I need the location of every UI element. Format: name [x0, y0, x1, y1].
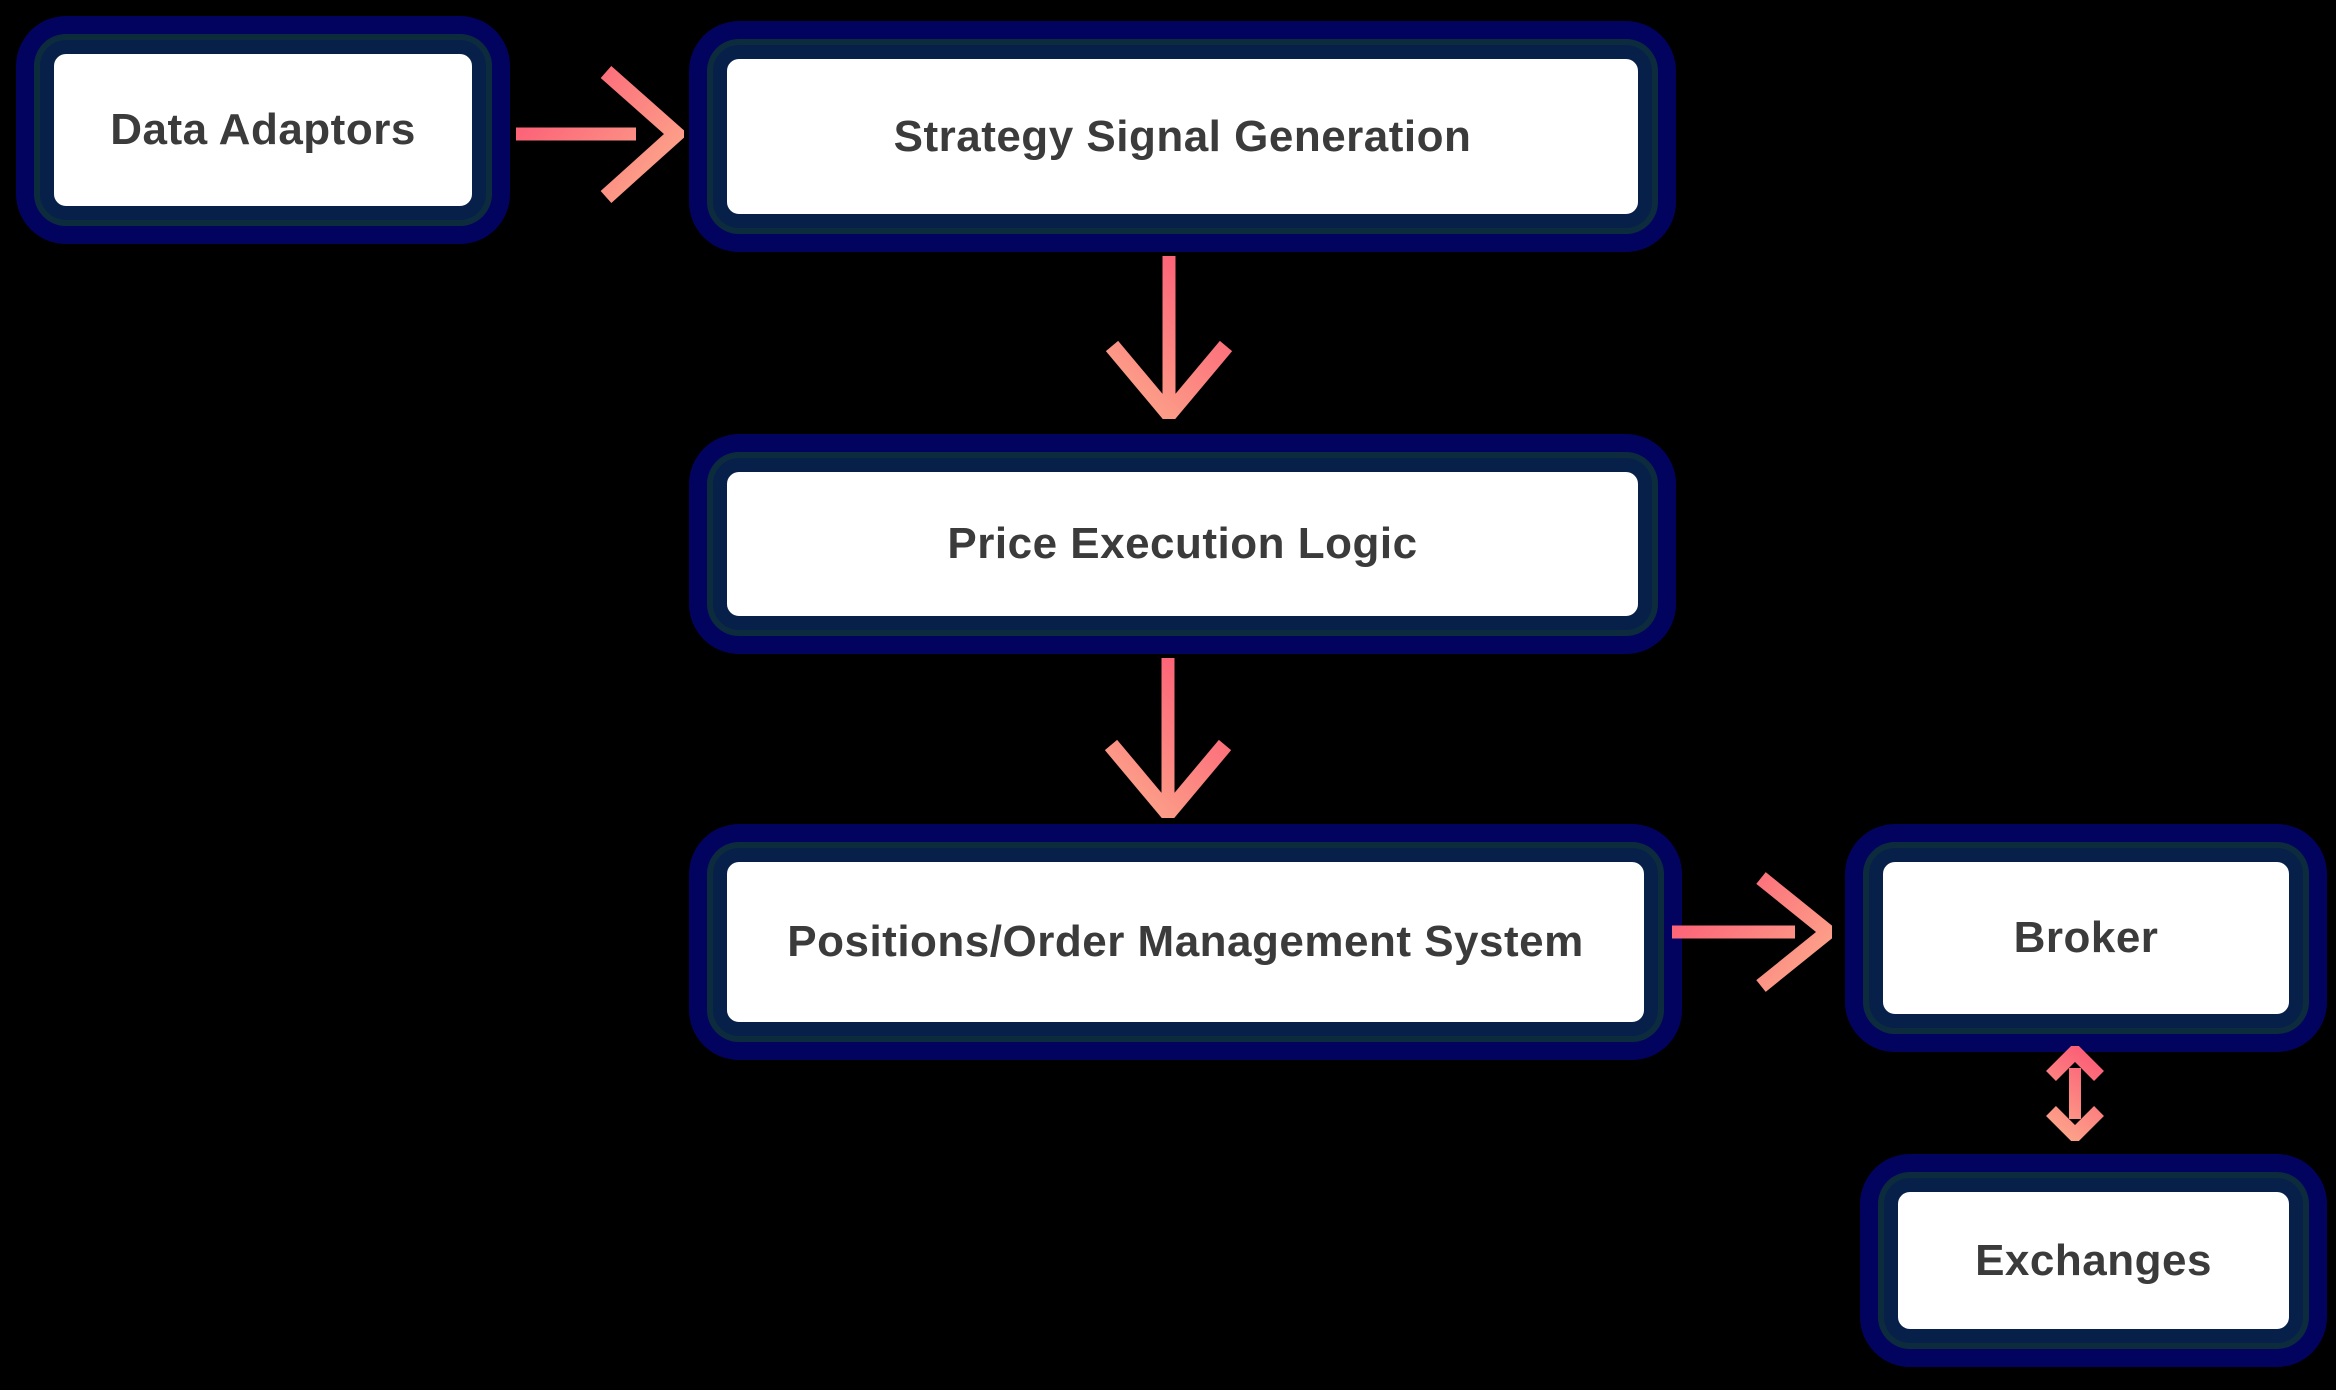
node-label-broker: Broker — [2013, 913, 2159, 962]
arrow-right-positions-to-broker-icon — [1672, 872, 1832, 992]
node-strategy-signal-generation: Strategy Signal Generation — [713, 45, 1652, 228]
node-positions-order-management-system: Positions/Order Management System — [713, 848, 1658, 1036]
node-label-exchanges: Exchanges — [1975, 1235, 2212, 1285]
arrow-down-price-execution-to-positions-icon — [1104, 658, 1232, 818]
node-label-data-adaptors: Data Adaptors — [110, 105, 416, 154]
arrow-double-vertical-broker-exchanges-icon — [2046, 1046, 2104, 1141]
node-price-execution-logic: Price Execution Logic — [713, 458, 1652, 630]
node-label-price-execution-logic: Price Execution Logic — [947, 519, 1418, 568]
node-label-strategy-signal-generation: Strategy Signal Generation — [893, 111, 1472, 161]
node-exchanges: Exchanges — [1884, 1178, 2303, 1343]
node-broker: Broker — [1869, 848, 2303, 1028]
node-data-adaptors: Data Adaptors — [40, 40, 486, 220]
node-label-positions-order-management-system: Positions/Order Management System — [787, 917, 1584, 966]
arrow-down-strategy-to-price-execution-icon — [1105, 256, 1233, 419]
arrow-right-data-adaptors-to-strategy-icon — [516, 66, 684, 203]
